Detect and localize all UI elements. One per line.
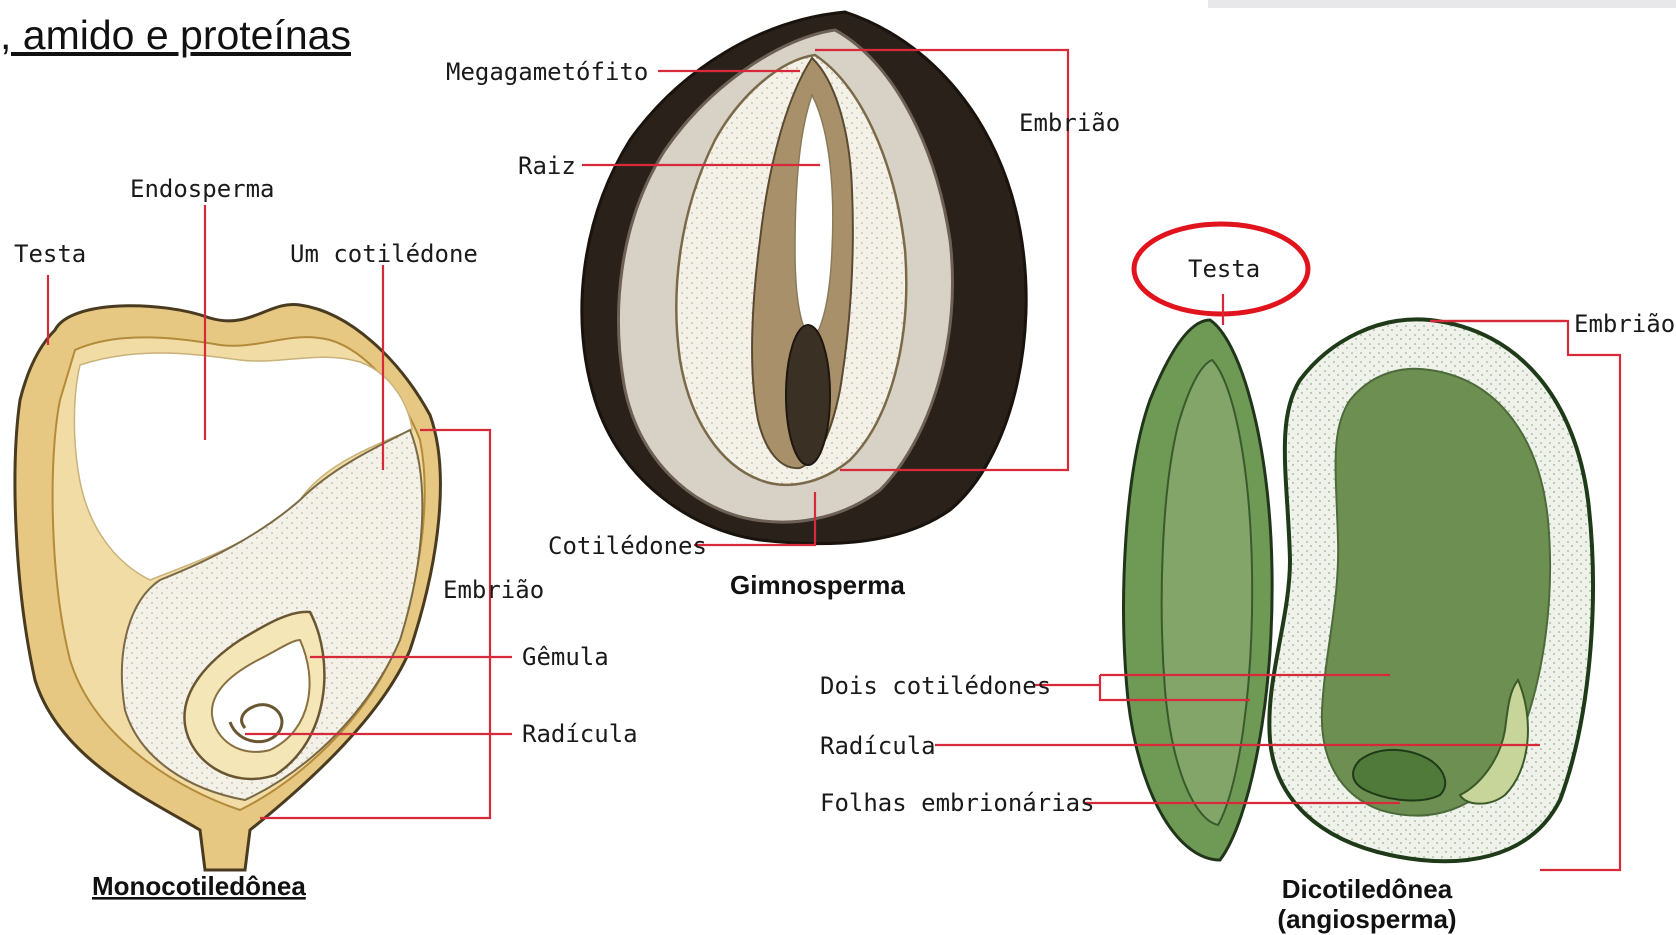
dicot-caption-line1: Dicotiledônea	[1282, 874, 1453, 904]
gymno-megagametophyte-label: Megagametófito	[446, 58, 648, 86]
monocot-caption: Monocotiledônea	[92, 871, 306, 901]
monocot-embryo-label: Embrião	[443, 576, 544, 604]
dicot-caption-line2: (angiosperma)	[1277, 904, 1456, 934]
dicot-cotyledons-label: Dois cotilédones	[820, 672, 1051, 700]
monocot-gemule-label: Gêmula	[522, 643, 609, 671]
gymno-embryo-label: Embrião	[1019, 109, 1120, 137]
monocot-endosperm-label: Endosperma	[130, 175, 275, 203]
gymno-seed	[582, 12, 1068, 545]
dicot-testa-label: Testa	[1188, 255, 1260, 283]
gymno-cotyledons-label: Cotilédones	[548, 532, 707, 560]
dicot-radicle-label: Radícula	[820, 732, 936, 760]
gymno-cotyledons	[786, 325, 830, 465]
dicot-leaves-label: Folhas embrionárias	[820, 789, 1095, 817]
dicot-embryo-label: Embrião	[1574, 310, 1675, 338]
monocot-radicle-label: Radícula	[522, 720, 638, 748]
gymno-caption: Gimnosperma	[730, 570, 905, 600]
monocot-testa-label: Testa	[14, 240, 86, 268]
monocot-cotyledon-label: Um cotilédone	[290, 240, 478, 268]
gymno-root-label: Raiz	[518, 152, 576, 180]
dicot-seed	[935, 224, 1620, 870]
monocot-seed	[15, 205, 512, 870]
